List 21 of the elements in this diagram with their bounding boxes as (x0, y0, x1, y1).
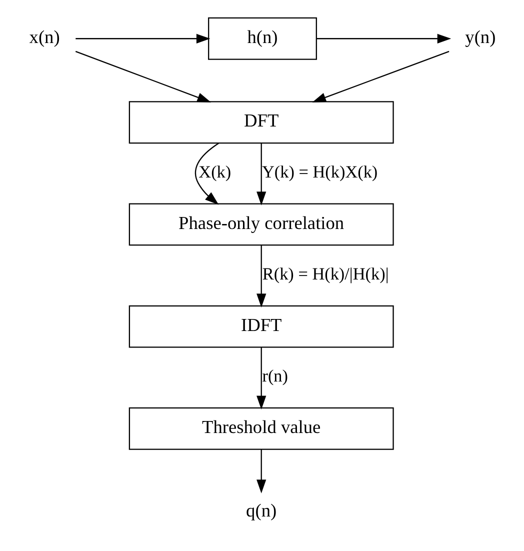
node-box: Threshold value (128, 407, 394, 450)
edge-label: X(k) (198, 162, 231, 182)
node-box: DFT (128, 101, 394, 144)
arrow (194, 142, 218, 205)
node-box: Phase-only correlation (128, 203, 394, 246)
edge-label: r(n) (262, 366, 288, 386)
arrow (316, 34, 451, 44)
arrow (74, 50, 211, 102)
node-box: h(n) (208, 17, 316, 60)
arrow (312, 50, 449, 102)
arrow (256, 347, 266, 410)
node-box: IDFT (128, 305, 394, 348)
edge-label: Y(k) = H(k)X(k) (262, 162, 378, 182)
arrow (256, 245, 266, 308)
arrow (75, 34, 210, 44)
node-text: x(n) (28, 26, 60, 47)
node-text: y(n) (464, 26, 496, 47)
arrow (256, 450, 266, 494)
node-text: q(n) (246, 500, 276, 521)
arrow (256, 143, 266, 206)
edge-label: R(k) = H(k)/|H(k)| (262, 264, 388, 284)
